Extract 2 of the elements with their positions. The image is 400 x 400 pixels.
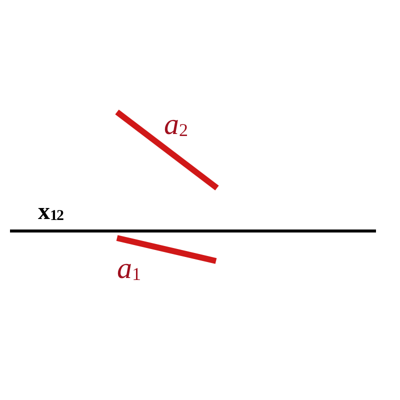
segment-label: a$_{1}$ (117, 254, 141, 284)
segment-label: a$_{2}$ (164, 110, 188, 140)
